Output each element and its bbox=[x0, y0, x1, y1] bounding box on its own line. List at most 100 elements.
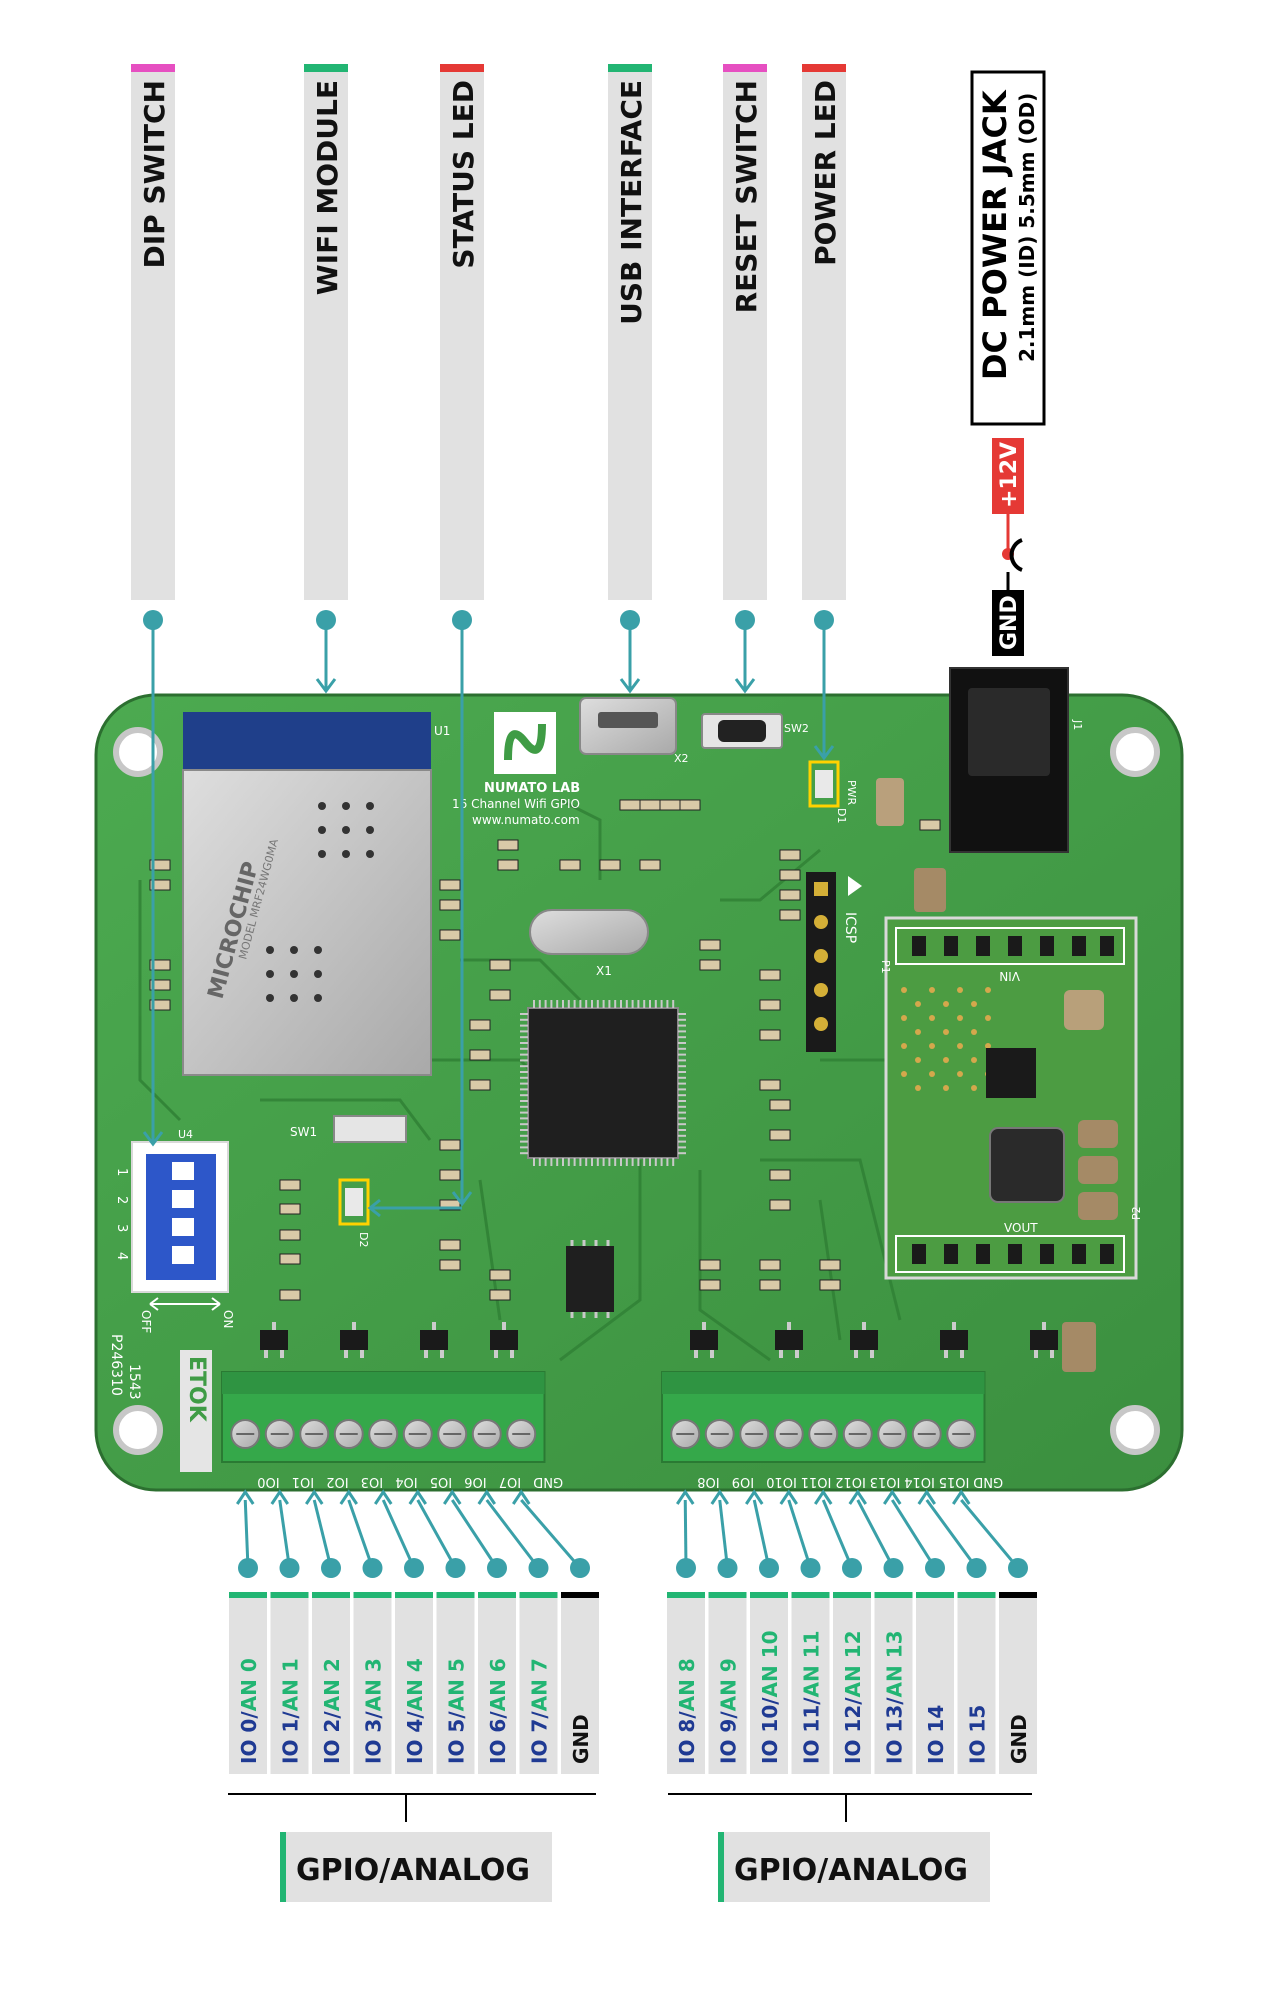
silk-p2: P2 bbox=[1130, 1206, 1143, 1220]
top-label-bar bbox=[131, 72, 175, 600]
top-label-dip: DIP SWITCH bbox=[131, 64, 175, 600]
top-label-accent bbox=[608, 64, 652, 72]
pcb-board: MICROCHIP MODEL MRF24WG0MA U1 NUMATO LAB… bbox=[94, 667, 1184, 1492]
pin-arrow-icon bbox=[305, 1489, 324, 1505]
status-led: D2 bbox=[338, 1178, 370, 1247]
silk-x2: X2 bbox=[674, 752, 689, 765]
numato-logo-icon bbox=[504, 723, 546, 761]
pin-label-left-7: IO 7/AN 7 bbox=[519, 1592, 558, 1774]
terminal-label: IO4 bbox=[395, 1474, 417, 1489]
pin-bar bbox=[791, 1598, 830, 1774]
dc-jack: J1 bbox=[949, 667, 1084, 853]
pin-bar bbox=[395, 1598, 433, 1774]
pin-accent bbox=[999, 1592, 1037, 1598]
pin-accent bbox=[957, 1592, 996, 1598]
pin-arrow-icon bbox=[236, 1489, 255, 1505]
top-label-bar bbox=[304, 72, 348, 600]
callout-arrow-icon bbox=[315, 678, 337, 694]
pin-accent bbox=[561, 1592, 599, 1598]
top-label-text: STATUS LED bbox=[447, 80, 480, 269]
pin-label-text: IO 13/AN 13 bbox=[883, 1630, 907, 1764]
pin-label-text: IO 8/AN 8 bbox=[675, 1658, 699, 1764]
brand-block: NUMATO LAB 16 Channel Wifi GPIO www.numa… bbox=[452, 712, 580, 827]
silk-vin: VIN bbox=[999, 969, 1020, 983]
wifi-module: MICROCHIP MODEL MRF24WG0MA U1 bbox=[182, 712, 450, 1076]
silk-sw2: SW2 bbox=[784, 722, 809, 735]
pin-arrow-icon bbox=[512, 1489, 531, 1505]
callout-arrow-icon bbox=[451, 1191, 473, 1207]
pin-label-right-3: IO 11/AN 11 bbox=[791, 1592, 830, 1774]
dc-jack-callout: DC POWER JACK 2.1mm (ID) 5.5mm (OD) +12V… bbox=[970, 70, 1046, 656]
pin-connector bbox=[450, 1499, 499, 1569]
pin-accent bbox=[436, 1592, 475, 1598]
eeprom-chip bbox=[566, 1240, 614, 1318]
pin-accent bbox=[270, 1592, 309, 1598]
dc-jack-title: DC POWER JACK bbox=[976, 89, 1014, 380]
pin-label-right-6: IO 14 bbox=[916, 1592, 954, 1774]
jack-symbol-icon bbox=[1009, 538, 1023, 572]
top-label-text: RESET SWITCH bbox=[730, 80, 763, 313]
wifi-shield bbox=[182, 769, 432, 1076]
callout-arrow-icon bbox=[619, 678, 641, 694]
pin-accent bbox=[478, 1592, 516, 1598]
pin-connector bbox=[683, 1499, 688, 1569]
silk-pwr: PWR bbox=[845, 780, 858, 806]
pin-label-right-0: IO 8/AN 8 bbox=[667, 1592, 705, 1774]
pin-label-text: IO 0/AN 0 bbox=[237, 1658, 261, 1764]
callout-lines bbox=[142, 610, 835, 1218]
pin-label-right-7: IO 15 bbox=[957, 1592, 996, 1774]
terminal-label: IO3 bbox=[361, 1474, 383, 1489]
top-label-accent bbox=[440, 64, 484, 72]
pin-accent bbox=[353, 1592, 392, 1598]
icsp-header: ICSP bbox=[806, 872, 862, 1052]
brand-product: 16 Channel Wifi GPIO bbox=[452, 797, 580, 811]
pin-arrow-icon bbox=[676, 1489, 695, 1505]
pin-label-right-4: IO 12/AN 12 bbox=[833, 1592, 871, 1774]
pin-accent bbox=[750, 1592, 788, 1598]
terminal-label: IO2 bbox=[326, 1474, 348, 1489]
dip-number-2: 2 bbox=[114, 1196, 129, 1204]
pin-label-right-2: IO 10/AN 10 bbox=[750, 1592, 788, 1774]
terminal-label: IO5 bbox=[430, 1474, 452, 1489]
terminal-label: IO12 bbox=[835, 1474, 866, 1489]
pin-label-text: IO 7/AN 7 bbox=[528, 1658, 552, 1764]
power-led: PWR D1 bbox=[808, 760, 858, 823]
pin-label-left-1: IO 1/AN 1 bbox=[270, 1592, 309, 1774]
pin-label-text: IO 4/AN 4 bbox=[403, 1658, 427, 1764]
pin-label-text: IO 14 bbox=[924, 1705, 948, 1764]
pin-connector bbox=[243, 1499, 250, 1569]
terminal-label: GND bbox=[533, 1474, 563, 1489]
pin-label-left-5: IO 5/AN 5 bbox=[436, 1592, 475, 1774]
top-label-accent bbox=[802, 64, 846, 72]
callout-arrow-icon bbox=[734, 678, 756, 694]
pin1-marker-icon bbox=[848, 876, 862, 896]
top-label-bar bbox=[440, 72, 484, 600]
top-label-power: POWER LED bbox=[802, 64, 846, 600]
top-label-wifi: WIFI MODULE bbox=[304, 64, 348, 600]
pin-bar bbox=[270, 1598, 309, 1774]
dip-number-3: 3 bbox=[114, 1224, 129, 1232]
silk-on: ON bbox=[221, 1310, 235, 1328]
pin-bar bbox=[708, 1598, 747, 1774]
group-right-label: GPIO/ANALOG bbox=[734, 1853, 968, 1888]
sw1-button: SW1 bbox=[290, 1115, 407, 1143]
pin-label-text: IO 1/AN 1 bbox=[279, 1658, 303, 1764]
pin-bar bbox=[667, 1598, 705, 1774]
silk-off: OFF bbox=[139, 1310, 153, 1333]
terminal-label: IO8 bbox=[697, 1474, 719, 1489]
pin-label-text: IO 9/AN 9 bbox=[717, 1658, 741, 1764]
pin-bar bbox=[436, 1598, 475, 1774]
silk-etok: ETOK bbox=[184, 1356, 209, 1423]
pin-bar bbox=[353, 1598, 392, 1774]
pin-connector bbox=[856, 1499, 895, 1569]
usb-connector: X2 bbox=[579, 697, 689, 765]
callout-arrow-icon bbox=[142, 1131, 164, 1147]
pin-arrow-icon bbox=[814, 1489, 833, 1505]
pin-accent bbox=[667, 1592, 705, 1598]
terminal-label: IO10 bbox=[766, 1474, 797, 1489]
pin-connector bbox=[752, 1499, 771, 1569]
pin-connector bbox=[278, 1499, 291, 1569]
pin-label-text: IO 3/AN 3 bbox=[362, 1658, 386, 1764]
pin-bar bbox=[999, 1598, 1037, 1774]
